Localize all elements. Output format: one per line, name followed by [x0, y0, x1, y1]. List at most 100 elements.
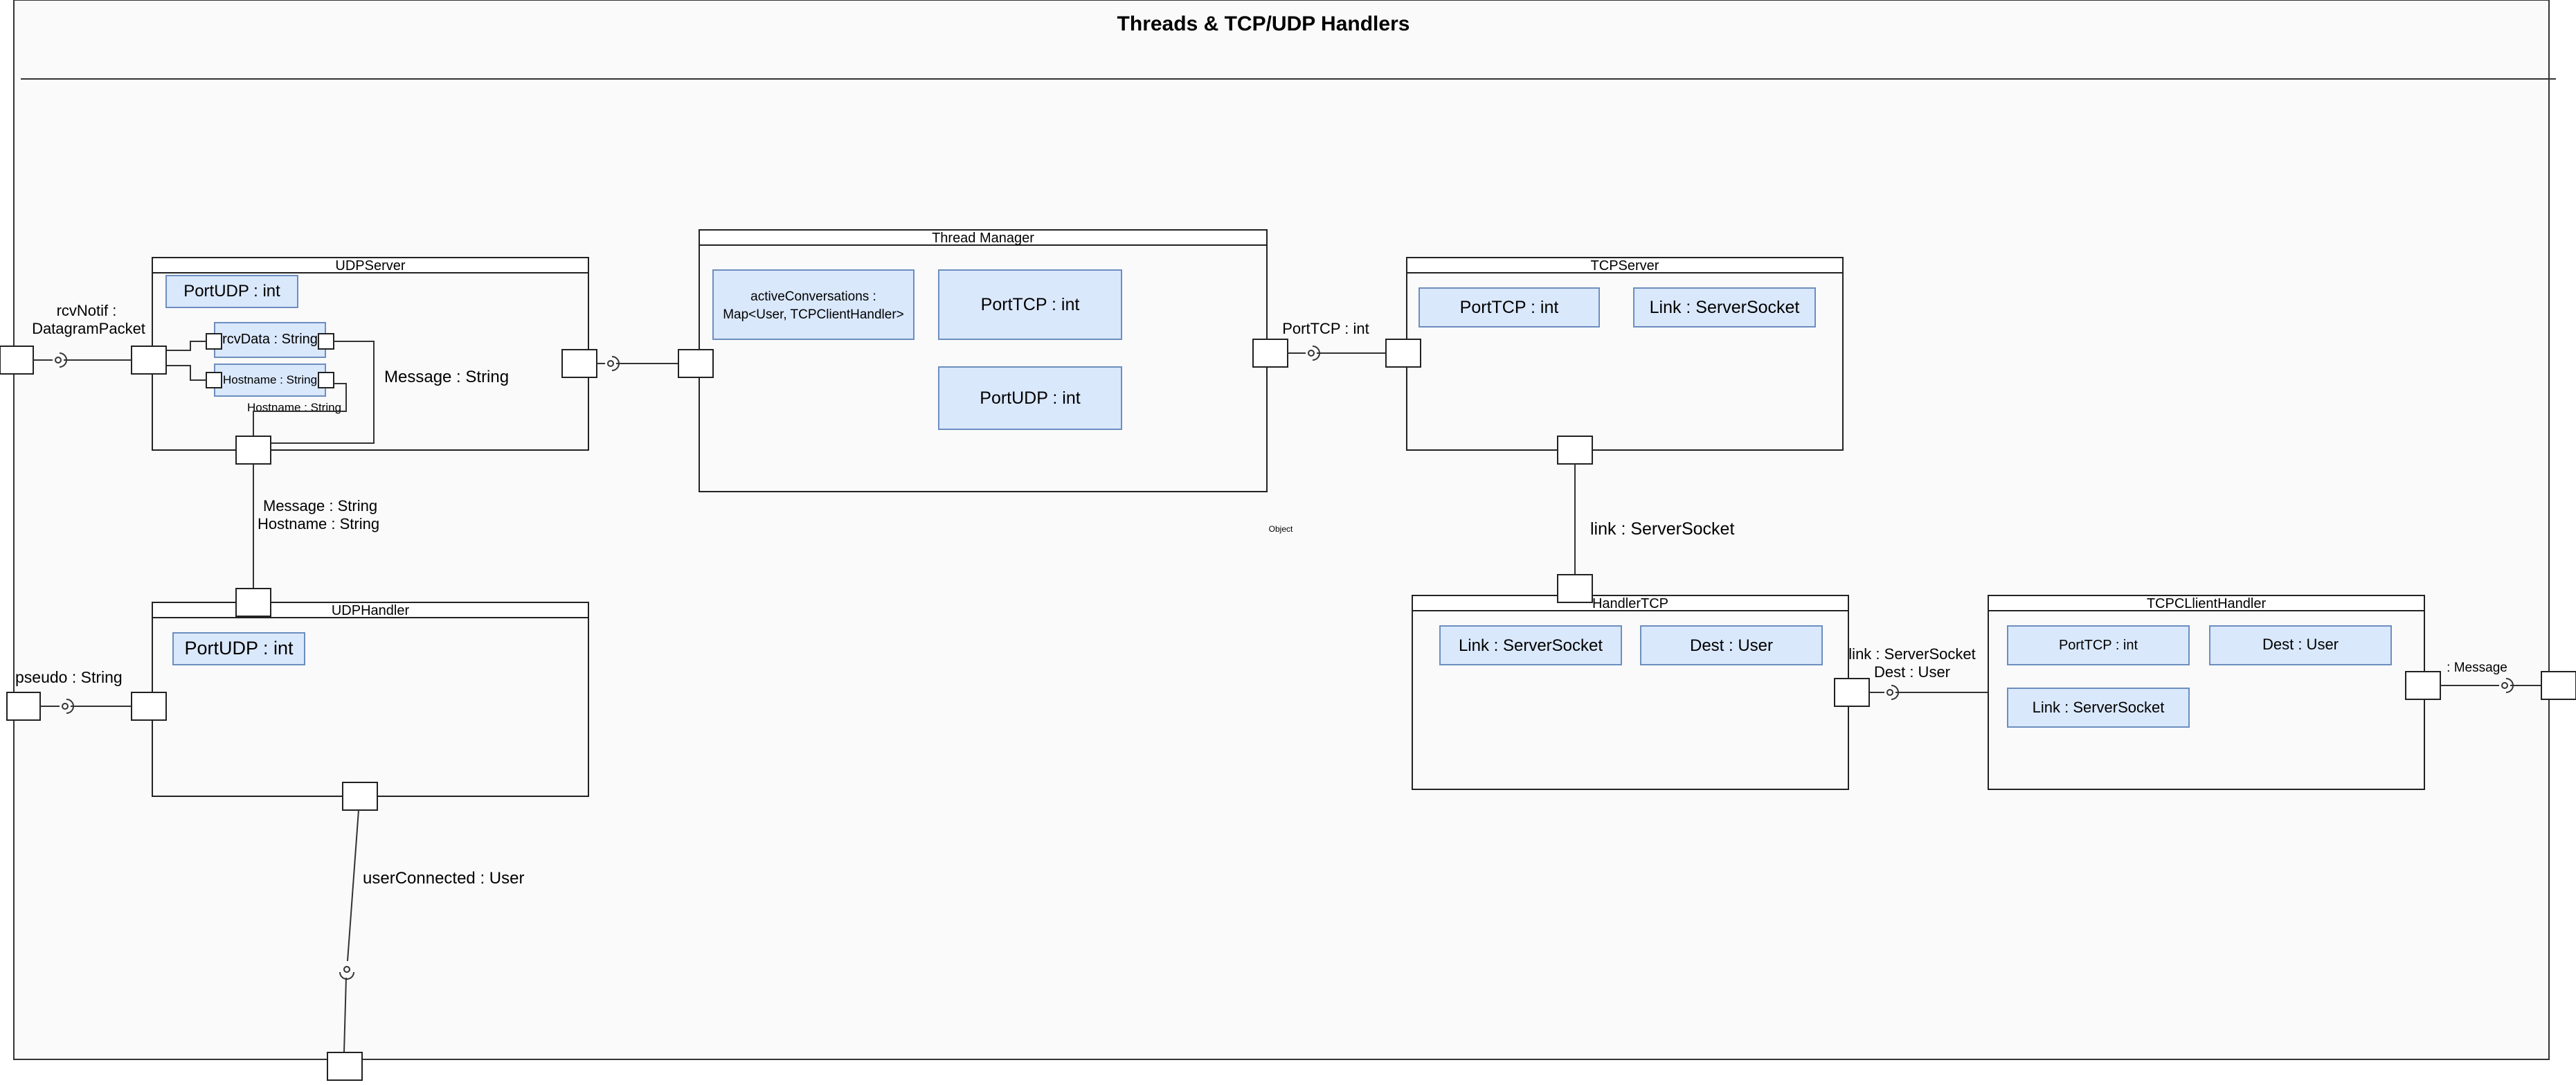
thread-manager-left-port[interactable]: [678, 349, 714, 378]
rcvnotif-external-port[interactable]: [0, 346, 34, 375]
tcp-client-porttcp-attr: [2007, 625, 2190, 665]
udp-server-port-label: PortUDP : int: [183, 282, 280, 301]
hostname-in-port[interactable]: [206, 372, 222, 388]
handler-tcp-link-attr: [1439, 625, 1622, 665]
tcp-server-left-port[interactable]: [1385, 339, 1421, 368]
udp-handler-top-port[interactable]: [235, 588, 271, 617]
thread-manager-porttcp-attr: [938, 269, 1122, 340]
active-conversations-attr: [712, 269, 915, 340]
tcp-server-bottom-port[interactable]: [1557, 436, 1593, 465]
wire-in-rcvdata: [166, 341, 206, 351]
udp-server-right-port[interactable]: [561, 349, 597, 378]
tcp-client-handler-header: [1988, 595, 2425, 611]
tcp-client-dest-label: Dest : User: [2262, 636, 2339, 653]
udp-handler-port-attr: [172, 632, 305, 665]
udp-handler-box: [152, 602, 589, 797]
message-out-external-port[interactable]: [2541, 671, 2576, 700]
message-ball: [607, 360, 614, 367]
wire-hostname-out: [253, 383, 347, 440]
tcp-client-handler-name: TCPCLlientHandler: [2147, 596, 2267, 611]
handler-tcp-link-label: Link : ServerSocket: [1459, 636, 1603, 655]
udp-link-label-2: Hostname : String: [258, 515, 379, 532]
userconnected-socket: [339, 971, 354, 980]
hostname-out-port[interactable]: [318, 372, 334, 388]
thread-manager-porttcp-label: PortTCP : int: [981, 295, 1080, 314]
handler-tcp-right-port[interactable]: [1834, 678, 1870, 707]
diagram-title: Threads & TCP/UDP Handlers: [1117, 12, 1410, 35]
tcp-client-handler-component[interactable]: TCPCLlientHandler PortTCP : int Dest : U…: [1988, 595, 2441, 790]
udp-link-label-1: Message : String: [263, 497, 377, 514]
pseudo-external-port[interactable]: [6, 692, 41, 721]
message-out-ball: [2501, 682, 2508, 689]
tcp-server-porttcp-attr: [1418, 287, 1600, 328]
wire-userconnected-b: [343, 977, 347, 1053]
wire-userconnected-a: [347, 809, 359, 962]
udp-server-component[interactable]: UDPServer PortUDP : int rcvData : String…: [131, 257, 597, 465]
outer-frame: [13, 0, 2550, 1060]
tcp-server-link-label: Link : ServerSocket: [1650, 298, 1800, 317]
porttcp-ball: [1308, 350, 1315, 357]
rcvnotif-label-2: DatagramPacket: [32, 320, 145, 337]
thread-manager-portudp-attr: [938, 366, 1122, 430]
udp-handler-component[interactable]: UDPHandler PortUDP : int: [131, 588, 589, 811]
handler-client-label-2: Dest : User: [1874, 663, 1950, 681]
tcp-client-porttcp-label: PortTCP : int: [2059, 638, 2138, 653]
wire-in-hostname: [166, 365, 206, 381]
thread-manager-right-port[interactable]: [1252, 339, 1288, 368]
handler-tcp-header: [1412, 595, 1849, 611]
tcp-client-dest-attr: [2209, 625, 2392, 665]
handler-client-label-1: link : ServerSocket: [1848, 645, 1975, 663]
userconnected-ball: [343, 966, 350, 973]
rcvdata-label: rcvData : String: [222, 332, 318, 347]
thread-manager-box: [699, 229, 1268, 492]
porttcp-label: PortTCP : int: [1282, 320, 1369, 337]
active-conversations-line-2: Map<User, TCPClientHandler>: [723, 307, 904, 322]
handler-tcp-dest-attr: [1640, 625, 1823, 665]
handler-tcp-name: HandlerTCP: [1592, 596, 1668, 611]
udp-server-left-port[interactable]: [131, 346, 167, 375]
link-serversocket-label: link : ServerSocket: [1590, 519, 1734, 539]
userconnected-external-port[interactable]: [327, 1052, 363, 1081]
udp-handler-port-label: PortUDP : int: [184, 638, 294, 658]
hostname-label: Hostname : String: [223, 373, 317, 386]
udp-server-name: UDPServer: [335, 258, 405, 274]
handler-tcp-box: [1412, 595, 1849, 790]
pseudo-label: pseudo : String: [15, 668, 123, 686]
userconnected-label: userConnected : User: [363, 869, 524, 888]
rcvdata-in-port[interactable]: [206, 333, 222, 350]
udp-handler-name: UDPHandler: [332, 603, 410, 618]
handler-client-ball: [1886, 689, 1893, 696]
tcp-server-name: TCPServer: [1591, 258, 1659, 274]
tcp-client-right-port[interactable]: [2405, 671, 2441, 700]
stray-object-label: Object: [1269, 524, 1293, 534]
wire-rcvdata-out: [253, 341, 375, 444]
tcp-server-header: [1406, 257, 1844, 274]
tcp-client-link-label: Link : ServerSocket: [2033, 699, 2165, 716]
handler-tcp-component[interactable]: Link : ServerSocket Dest : User HandlerT…: [1412, 574, 1870, 790]
handler-tcp-dest-label: Dest : User: [1690, 636, 1773, 655]
tcp-server-link-attr: [1633, 287, 1816, 328]
tcp-server-porttcp-label: PortTCP : int: [1460, 298, 1559, 317]
udp-server-header: [152, 257, 589, 274]
thread-manager-portudp-label: PortUDP : int: [980, 388, 1080, 408]
udp-handler-bottom-port[interactable]: [342, 782, 378, 811]
rcvdata-out-port[interactable]: [318, 333, 334, 350]
udp-handler-left-port[interactable]: [131, 692, 167, 721]
rcvnotif-label-1: rcvNotif :: [57, 302, 117, 319]
tcp-server-box: [1406, 257, 1844, 451]
thread-manager-component[interactable]: Thread Manager activeConversations : Map…: [678, 229, 1288, 492]
udp-server-bottom-port[interactable]: [235, 436, 271, 465]
thread-manager-header: [699, 229, 1268, 246]
hostname-flow-label: Hostname : String: [247, 401, 341, 414]
pseudo-ball: [62, 703, 69, 710]
message-out-label: : Message: [2447, 661, 2507, 675]
rcvnotif-ball: [55, 357, 62, 364]
message-label: Message : String: [384, 368, 509, 386]
handler-tcp-top-port[interactable]: [1557, 574, 1593, 603]
tcp-server-component[interactable]: TCPServer PortTCP : int Link : ServerSoc…: [1385, 257, 1844, 465]
active-conversations-line-1: activeConversations :: [750, 289, 876, 304]
udp-server-port-attr: [165, 275, 298, 308]
tcp-client-link-attr: [2007, 688, 2190, 728]
